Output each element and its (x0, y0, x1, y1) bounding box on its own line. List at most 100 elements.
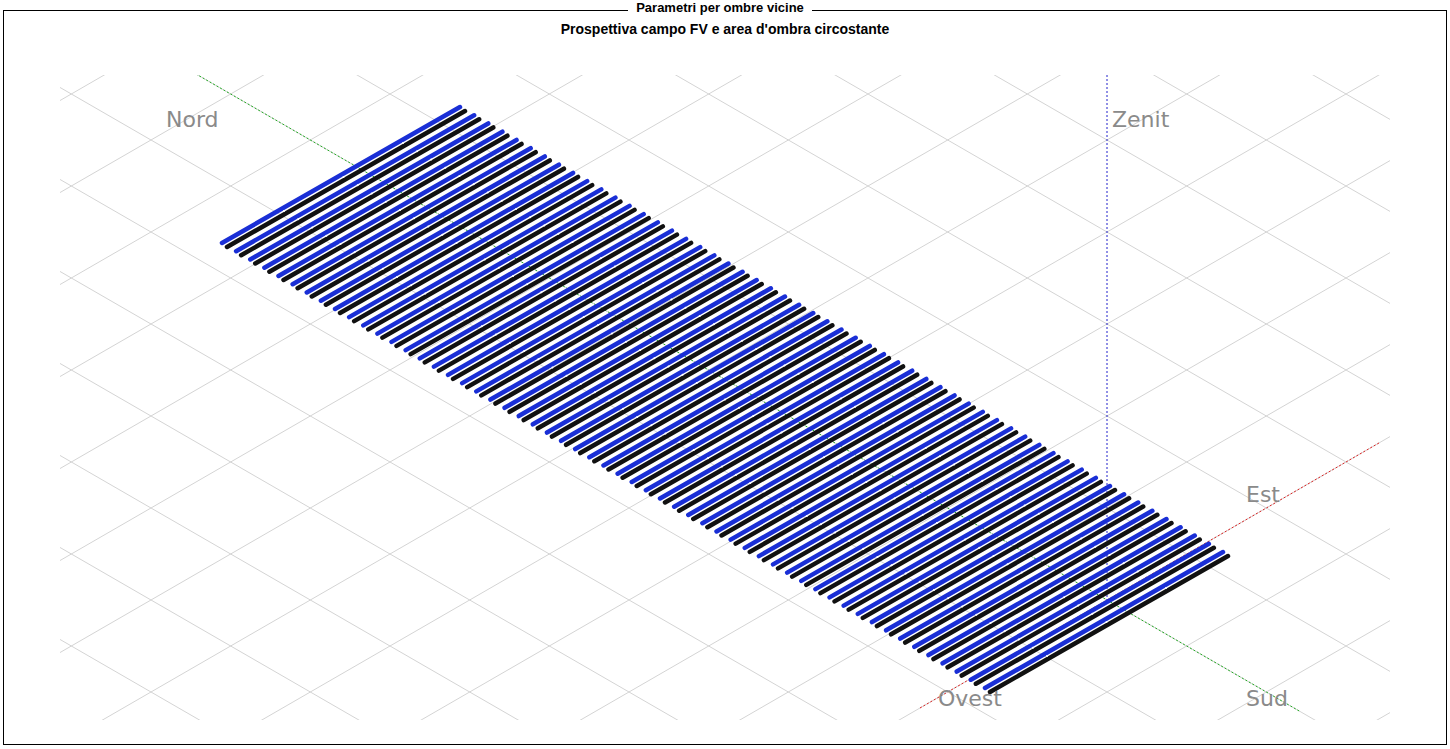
module-gap (721, 465, 723, 467)
module-gap (557, 233, 559, 235)
module-gap (283, 210, 285, 212)
module-gap (1151, 579, 1153, 581)
module-gap (905, 573, 907, 575)
module-gap (1024, 505, 1026, 507)
module-gap (371, 192, 373, 194)
module-gap (953, 463, 955, 465)
module-gap (382, 268, 384, 270)
module-gap (834, 531, 836, 533)
module-gap (456, 242, 458, 244)
module-gap (894, 497, 896, 499)
module-gap (795, 440, 797, 442)
module-gap (950, 530, 952, 532)
module-gap (925, 447, 927, 449)
module-gap (710, 390, 712, 392)
module-gap (1066, 529, 1068, 531)
module-gap (537, 358, 539, 360)
module-gap (523, 350, 525, 352)
module-gap (792, 507, 794, 509)
grid-line (60, 75, 1390, 720)
grid-line (60, 126, 1390, 720)
module-gap (840, 397, 842, 399)
module-gap (823, 456, 825, 458)
module-gap (594, 391, 596, 393)
module-gap (868, 414, 870, 416)
module-gap (1046, 655, 1048, 657)
module-gap (995, 488, 997, 490)
module-gap (749, 482, 751, 484)
module-gap (498, 267, 500, 269)
module-gap (1123, 562, 1125, 564)
module-gap (399, 209, 401, 211)
module-gap (752, 415, 754, 417)
module-gap (936, 522, 938, 524)
module-gap (410, 284, 412, 286)
pv-row (971, 544, 1209, 680)
module-gap (682, 374, 684, 376)
frame-title: Parametri per ombre vicine (628, 0, 812, 15)
module-gap (679, 441, 681, 443)
module-gap (473, 183, 475, 185)
module-gap (911, 439, 913, 441)
module-gap (1108, 554, 1110, 556)
module-gap (1038, 513, 1040, 515)
west-label: Ovest (938, 686, 1002, 711)
module-gap (989, 622, 991, 624)
module-gap (1094, 546, 1096, 548)
grid-line (60, 75, 1390, 246)
module-gap (933, 589, 935, 591)
module-gap (1032, 647, 1034, 649)
module-gap (424, 292, 426, 294)
module-gap (784, 365, 786, 367)
grid-line (60, 586, 1390, 720)
module-gap (806, 515, 808, 517)
module-gap (741, 340, 743, 342)
pv-rows (222, 107, 1228, 694)
module-gap (1004, 630, 1006, 632)
module-gap (685, 307, 687, 309)
module-gap (1035, 580, 1037, 582)
module-gap (992, 555, 994, 557)
module-gap (812, 381, 814, 383)
grid-line (60, 513, 1390, 720)
module-gap (402, 142, 404, 144)
pv-row (985, 552, 1223, 688)
module-gap (826, 389, 828, 391)
grid-line (60, 75, 1390, 720)
module-gap (340, 243, 342, 245)
module-gap (325, 235, 327, 237)
module-gap (441, 234, 443, 236)
module-gap (769, 356, 771, 358)
module-gap (357, 184, 359, 186)
module-gap (625, 341, 627, 343)
grid-line (60, 605, 1390, 720)
module-gap (608, 400, 610, 402)
module-gap (628, 274, 630, 276)
row-frame (990, 556, 1228, 692)
module-gap (453, 309, 455, 311)
module-gap (820, 523, 822, 525)
module-gap (1077, 605, 1079, 607)
module-gap (798, 373, 800, 375)
grid-line (60, 75, 1390, 522)
module-gap (481, 325, 483, 327)
module-gap (1007, 563, 1009, 565)
grid-line (60, 75, 1390, 720)
module-gap (922, 514, 924, 516)
grid-line (60, 310, 1390, 720)
module-gap (809, 448, 811, 450)
ground-grid (60, 75, 1390, 720)
north-label: Nord (166, 107, 219, 132)
module-gap (551, 367, 553, 369)
module-gap (642, 282, 644, 284)
module-gap (919, 581, 921, 583)
module-gap (515, 208, 517, 210)
module-gap (865, 481, 867, 483)
module-gap (487, 191, 489, 193)
frame-border (4, 11, 1447, 745)
module-gap (430, 158, 432, 160)
module-gap (311, 226, 313, 228)
module-gap (554, 300, 556, 302)
module-gap (735, 474, 737, 476)
module-gap (427, 225, 429, 227)
